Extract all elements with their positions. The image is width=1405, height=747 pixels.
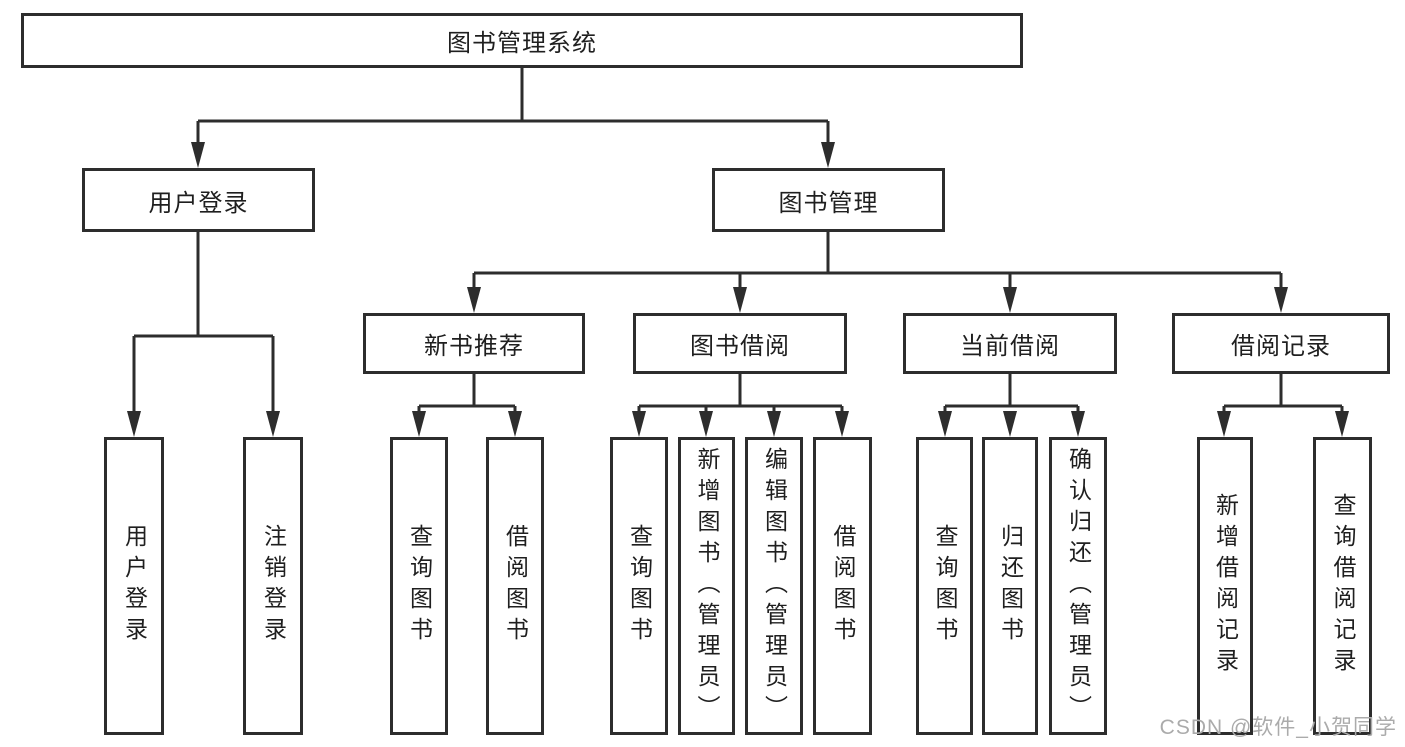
leaf-borrow-books-2-label: 借阅图书: [830, 524, 856, 648]
leaf-query-books-1-label: 查询图书: [406, 524, 433, 648]
node-book-management-label: 图书管理: [778, 189, 879, 217]
arrowheads: [127, 142, 1349, 437]
leaf-add-books-admin: 新增图书（管理员）: [678, 437, 735, 735]
node-new-book-recommend: 新书推荐: [363, 313, 585, 374]
node-root-label: 图书管理系统: [447, 30, 597, 57]
node-book-borrowing-label: 图书借阅: [690, 333, 790, 360]
leaf-logout: 注销登录: [243, 437, 303, 735]
leaf-logout-label: 注销登录: [260, 524, 287, 648]
node-book-borrowing: 图书借阅: [633, 313, 847, 374]
leaf-user-login-label: 用户登录: [121, 524, 148, 648]
leaf-query-borrow-record-label: 查询借阅记录: [1330, 493, 1356, 679]
leaf-return-books: 归还图书: [982, 437, 1038, 735]
leaf-confirm-return-admin-label: 确认归还（管理员）: [1065, 446, 1092, 726]
leaf-borrow-books-1-label: 借阅图书: [502, 524, 529, 648]
node-new-book-recommend-label: 新书推荐: [424, 333, 524, 360]
leaf-borrow-books-1: 借阅图书: [486, 437, 544, 735]
node-borrowing-records-label: 借阅记录: [1231, 333, 1331, 360]
leaf-borrow-books-2: 借阅图书: [813, 437, 872, 735]
node-borrowing-records: 借阅记录: [1172, 313, 1390, 374]
leaf-add-borrow-record: 新增借阅记录: [1197, 437, 1253, 735]
leaf-query-books-3: 查询图书: [916, 437, 973, 735]
leaf-return-books-label: 归还图书: [997, 524, 1024, 648]
node-book-management: 图书管理: [712, 168, 945, 232]
leaf-add-books-admin-label: 新增图书（管理员）: [694, 446, 720, 726]
node-current-borrowing-label: 当前借阅: [960, 333, 1060, 360]
leaf-query-books-1: 查询图书: [390, 437, 448, 735]
leaf-add-borrow-record-label: 新增借阅记录: [1212, 493, 1239, 679]
leaf-edit-books-admin-label: 编辑图书（管理员）: [761, 446, 788, 726]
leaf-query-borrow-record: 查询借阅记录: [1313, 437, 1372, 735]
leaf-query-books-2: 查询图书: [610, 437, 668, 735]
leaf-confirm-return-admin: 确认归还（管理员）: [1049, 437, 1107, 735]
leaf-edit-books-admin: 编辑图书（管理员）: [745, 437, 803, 735]
leaf-query-books-2-label: 查询图书: [626, 524, 653, 648]
node-user-login-label: 用户登录: [148, 189, 249, 217]
node-user-login: 用户登录: [82, 168, 315, 232]
node-root-system: 图书管理系统: [21, 13, 1023, 68]
leaf-query-books-3-label: 查询图书: [932, 524, 958, 648]
leaf-user-login: 用户登录: [104, 437, 164, 735]
node-current-borrowing: 当前借阅: [903, 313, 1117, 374]
